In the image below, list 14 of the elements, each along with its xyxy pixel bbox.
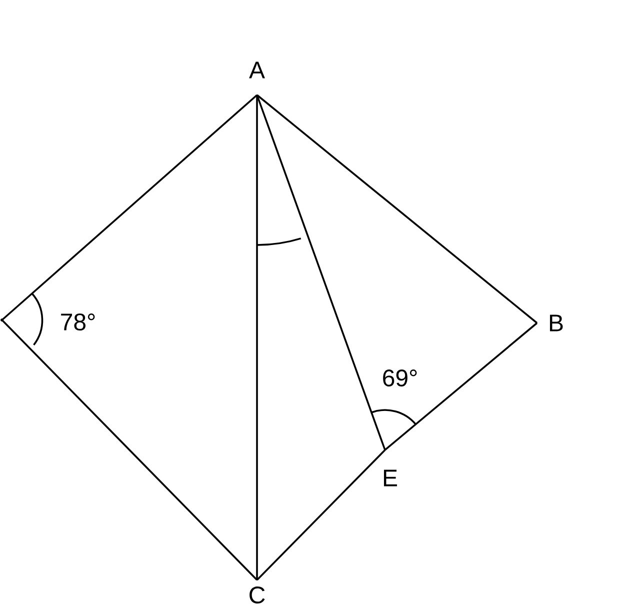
vertex-point	[0, 318, 4, 322]
vertex-label: E	[384, 470, 397, 486]
line-segment	[1, 319, 258, 581]
line-segment	[256, 94, 386, 450]
line-segment	[256, 94, 538, 324]
angle-label: 78°	[61, 314, 95, 330]
angle-label: 69°	[383, 370, 417, 386]
vertex-label: A	[249, 62, 265, 78]
line-segment	[1, 94, 258, 321]
line-segment	[256, 95, 258, 580]
vertex-label: B	[550, 314, 563, 332]
line-segment	[256, 449, 386, 581]
vertex-label: C	[250, 586, 265, 604]
line-segment	[384, 322, 538, 451]
